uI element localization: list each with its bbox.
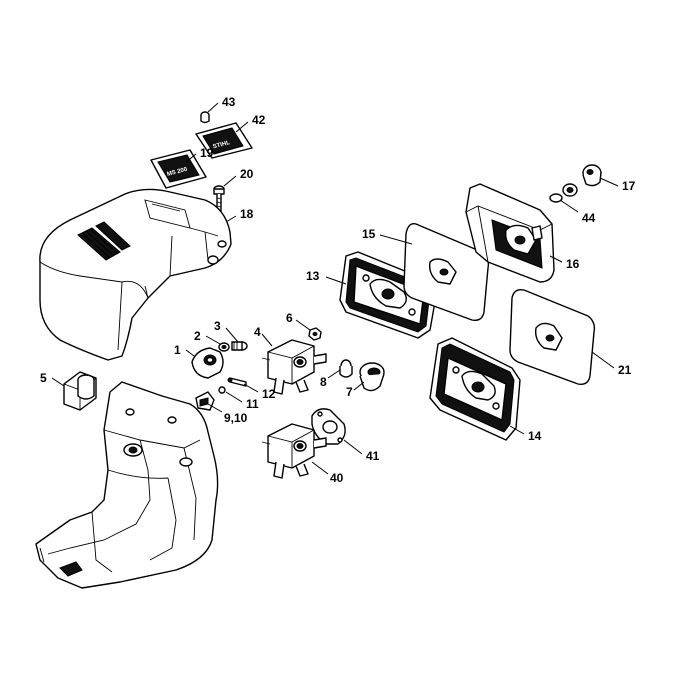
callout-labels: 43 42 19 20 18 17 44 15 16 13 21 14 6 3 … — [40, 95, 636, 485]
leader-lines — [51, 102, 619, 475]
callout-5: 5 — [40, 371, 47, 385]
part-19-decal: MS 200 — [150, 149, 207, 189]
callout-42: 42 — [252, 113, 266, 127]
callout-18: 18 — [240, 207, 254, 221]
part-17-knob-nut — [582, 164, 602, 187]
part-5-mount — [63, 371, 97, 411]
part-7-knob — [359, 362, 385, 392]
callout-43: 43 — [222, 95, 236, 109]
callout-11: 11 — [246, 397, 259, 411]
callout-1: 1 — [174, 343, 181, 357]
part-41-gasket — [311, 408, 346, 445]
part-21-filter-plate — [509, 288, 596, 386]
callout-9-10: 9,10 — [224, 411, 248, 425]
plate-42-text: STIHL — [212, 140, 231, 150]
callout-2: 2 — [194, 329, 201, 343]
callout-13: 13 — [306, 269, 320, 283]
housing-base — [35, 381, 219, 589]
part-3-screw — [231, 341, 248, 351]
part-9-10-clamp — [195, 391, 215, 411]
part-6-nut — [308, 327, 322, 341]
shroud-vent-slots — [77, 221, 131, 261]
part-1-intake-elbow — [191, 347, 224, 379]
callout-6: 6 — [286, 311, 293, 325]
plate-19-text: MS 200 — [166, 167, 188, 178]
callout-41: 41 — [366, 449, 380, 463]
part-11-ring — [218, 386, 226, 394]
callout-40: 40 — [330, 471, 344, 485]
callout-17: 17 — [622, 179, 636, 193]
callout-44: 44 — [582, 211, 596, 225]
part-4-carburetor — [261, 339, 327, 395]
callout-7: 7 — [346, 385, 353, 399]
part-14-filter-base — [429, 337, 521, 441]
callout-16: 16 — [566, 257, 580, 271]
part-8-spacer — [339, 359, 353, 378]
callout-19: 19 — [200, 146, 214, 160]
part-15-filter-plate — [403, 223, 490, 322]
part-16-filter-cover — [465, 183, 555, 283]
callout-20: 20 — [240, 167, 254, 181]
callout-15: 15 — [362, 227, 376, 241]
callout-4: 4 — [254, 325, 261, 339]
part-12-pin — [227, 377, 247, 387]
callout-21: 21 — [618, 363, 632, 377]
part-43-screw — [200, 111, 210, 124]
part-13-filter-base — [339, 251, 437, 339]
callout-14: 14 — [528, 429, 542, 443]
callout-3: 3 — [214, 319, 221, 333]
callout-12: 12 — [262, 387, 276, 401]
callout-8: 8 — [320, 375, 327, 389]
part-40-carburetor — [261, 423, 327, 479]
part-18-shroud — [39, 188, 232, 361]
part-44-nut-washer — [549, 183, 578, 203]
part-2-washer — [218, 342, 230, 352]
part-42-nameplate: STIHL — [195, 122, 253, 159]
